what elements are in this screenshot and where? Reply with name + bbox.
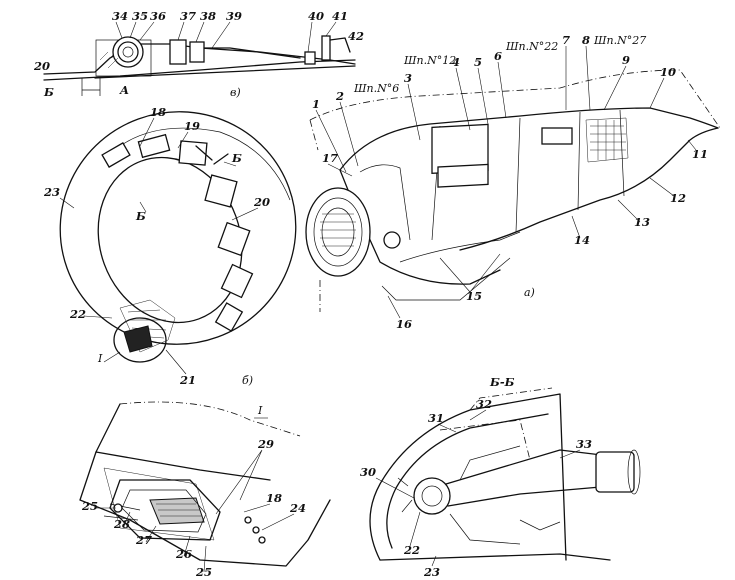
label-bb-23: 23 xyxy=(423,565,440,579)
station-27: Шп.N°27 xyxy=(593,34,646,47)
label-b-22: 22 xyxy=(69,307,86,321)
label-bb-31: 31 xyxy=(428,411,444,425)
label-b-18: 18 xyxy=(150,105,166,119)
label-a-9: 9 xyxy=(622,53,630,67)
label-41: 41 xyxy=(332,9,348,23)
label-42: 42 xyxy=(348,29,364,43)
section-bb-title: Б-Б xyxy=(489,375,515,389)
label-bb-30: 30 xyxy=(360,465,376,479)
view-label-v: в) xyxy=(230,86,241,99)
detail-mark-I-small: I xyxy=(97,352,103,365)
label-a-3: 3 xyxy=(404,71,412,85)
station-6: Шп.N°6 xyxy=(353,82,399,95)
label-a-11: 11 xyxy=(692,147,708,161)
label-bb-33: 33 xyxy=(576,437,592,451)
label-d-28: 28 xyxy=(113,517,130,531)
label-d-25b: 25 xyxy=(195,565,212,579)
label-a-7: 7 xyxy=(562,33,570,47)
label-a-4: 4 xyxy=(452,55,460,69)
label-a-5: 5 xyxy=(474,55,482,69)
label-a-12: 12 xyxy=(670,191,686,205)
label-d-25a: 25 xyxy=(81,499,98,513)
label-a-2: 2 xyxy=(335,89,344,103)
label-a-13: 13 xyxy=(634,215,650,229)
label-35: 35 xyxy=(132,9,148,23)
label-a-17: 17 xyxy=(322,151,338,165)
station-22: Шп.N°22 xyxy=(505,40,558,53)
label-a-1: 1 xyxy=(312,97,320,111)
label-b-23: 23 xyxy=(43,185,60,199)
label-b-19: 19 xyxy=(184,119,200,133)
label-39: 39 xyxy=(226,9,242,23)
label-40: 40 xyxy=(308,9,324,23)
label-d-27: 27 xyxy=(135,533,152,547)
label-36: 36 xyxy=(150,9,166,23)
label-20-top: 20 xyxy=(33,59,50,73)
section-bb-group: Б-Б 30 31 32 33 22 23 xyxy=(360,375,641,579)
view-b-group: 18 19 20 21 22 23 Б Б б) I xyxy=(43,105,297,387)
label-d-26: 26 xyxy=(175,547,192,561)
label-38: 38 xyxy=(200,9,216,23)
label-d-29: 29 xyxy=(257,437,274,451)
section-mark-b-top: Б xyxy=(43,85,54,99)
label-b-21: 21 xyxy=(179,373,196,387)
section-mark-b3: Б xyxy=(135,209,146,223)
detail-title-I: I xyxy=(257,404,263,417)
label-a-10: 10 xyxy=(660,65,676,79)
label-d-18: 18 xyxy=(266,491,282,505)
label-b-20: 20 xyxy=(253,195,270,209)
section-mark-b2: Б xyxy=(231,151,242,165)
view-v-group: 34 35 36 37 38 39 40 41 42 20 Б A в) xyxy=(33,9,364,99)
label-a-8: 8 xyxy=(582,33,590,47)
station-12: Шп.N°12 xyxy=(403,54,456,67)
label-a-6: 6 xyxy=(494,49,502,63)
view-a-group: 1 2 3 4 5 6 7 8 9 10 11 12 13 14 15 16 1… xyxy=(305,33,721,331)
label-a-16: 16 xyxy=(396,317,412,331)
view-label-b: б) xyxy=(242,374,253,387)
label-37: 37 xyxy=(180,9,196,23)
label-a-14: 14 xyxy=(574,233,590,247)
section-mark-a: A xyxy=(119,83,129,97)
label-34: 34 xyxy=(112,9,128,23)
label-d-24: 24 xyxy=(289,501,306,515)
view-label-a: а) xyxy=(524,286,535,299)
label-a-15: 15 xyxy=(466,289,482,303)
label-bb-32: 32 xyxy=(476,397,492,411)
detail-I-group: 29 18 24 25 26 27 28 25 I xyxy=(79,401,331,579)
label-bb-22: 22 xyxy=(403,543,420,557)
